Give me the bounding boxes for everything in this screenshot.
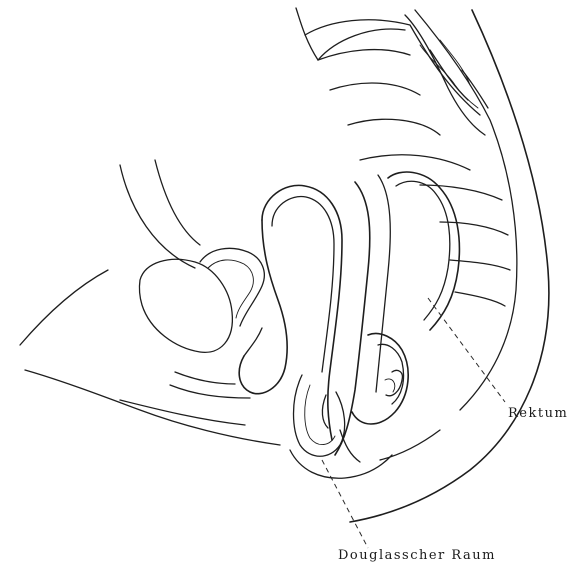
rektum-label: Rektum [508, 406, 568, 421]
pubic-region [170, 372, 250, 398]
abdominal-wall [20, 160, 280, 445]
sacral-vertebrae [305, 15, 510, 306]
bladder [139, 248, 264, 352]
uterus [239, 185, 342, 440]
rektum-leader-line [428, 298, 505, 402]
vagina [294, 175, 391, 456]
douglas-pouch [290, 430, 440, 478]
douglas-label: Douglasscher Raum [338, 548, 496, 563]
douglas-leader-line [322, 460, 368, 548]
